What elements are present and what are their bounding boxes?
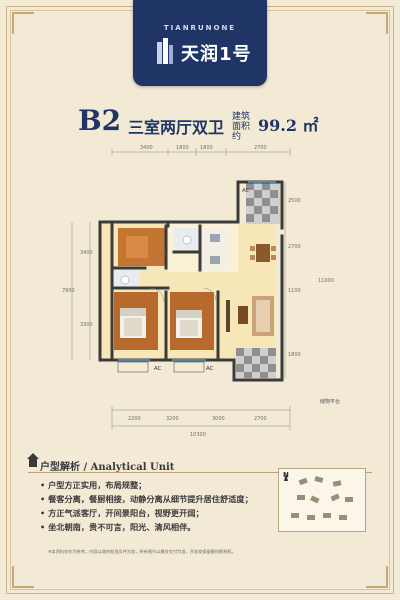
dim-top-3: 1800 [200,145,213,151]
analysis-item: • 餐客分离，餐厨相接，动静分离从细节提升居住舒适度； [40,494,253,504]
dim-bottom-4: 2700 [254,416,267,422]
bed-second [176,310,202,338]
analysis-divider [28,472,372,473]
area-label: 建筑面积约 [232,112,251,142]
analysis-title: 户型解析 / Analytical Unit [40,462,175,473]
balcony-top [246,182,280,224]
corner-ornament-tl [12,12,34,34]
dim-top-2: 1800 [176,145,189,151]
corner-ornament-tr [366,12,388,34]
disclaimer: ※本资料仅作为参考，内容以政府批准文件为准，所有细节以最终交付为准，开发商保留最… [48,549,236,554]
corner-ornament-bl [12,566,34,588]
dim-right-total: 11000 [318,278,334,284]
balcony-bottom [236,348,276,378]
ac-label-top: AC [242,188,250,194]
unit-code: B2 [78,104,122,137]
dim-bottom-1: 2200 [128,416,141,422]
unit-rooms: 三室两厅双卫 [128,118,225,137]
storage-note: 储物平台 [320,399,341,405]
ac-label-right: AC [206,366,214,372]
house-icon [27,453,39,467]
bed-third [126,236,148,258]
ac-label-left: AC [154,366,162,372]
dim-right-3: 1100 [288,288,301,294]
area-value: 99.2 ㎡ [258,116,319,135]
analysis-item: • 方正气派客厅，开间景阳台，视野更开阔； [40,508,204,518]
dim-left-2: 3300 [80,322,93,328]
analysis-list: • 户型方正实用，布局规整； • 餐客分离，餐厨相接，动静分离从细节提升居住舒适… [40,478,280,534]
dim-right-1: 2500 [288,198,301,204]
bed-master [120,308,146,338]
dim-bottom-2: 3200 [166,416,179,422]
corner-ornament-br [366,566,388,588]
dim-bottom-total: 10300 [190,432,206,438]
brand-logo: TIANRUNONE 天润1号 [133,0,267,86]
dim-left-1: 3400 [80,250,93,256]
site-map-drawing [284,473,353,520]
dining-table [250,244,276,262]
dim-left-total: 7800 [62,288,75,294]
dim-top-1: 3400 [140,145,153,151]
brand-name-en: TIANRUNONE [163,24,237,32]
site-map: N [278,468,366,532]
living-sofa [226,296,274,336]
dim-top-4: 2700 [254,145,267,151]
building-icon [157,38,173,64]
dim-bottom-3: 3000 [212,416,225,422]
compass-label: N [283,471,289,479]
brand-name-cn: 天润1号 [181,44,252,65]
analysis-item: • 户型方正实用，布局规整； [40,480,147,490]
dim-right-4: 1800 [288,352,301,358]
analysis-item: • 坐北朝南，贵不可言，阳光、清风相伴。 [40,522,196,532]
dim-right-2: 2700 [288,244,301,250]
